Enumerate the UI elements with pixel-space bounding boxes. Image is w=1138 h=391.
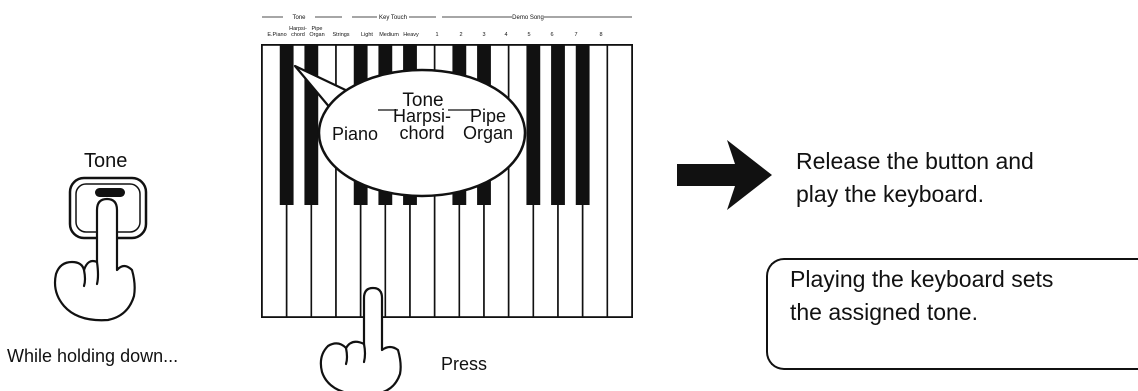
panel-label: Medium	[379, 32, 399, 38]
black-key	[575, 45, 590, 205]
panel-label: 5	[527, 32, 530, 38]
panel-label: 6	[550, 32, 553, 38]
panel-label: 8	[599, 32, 602, 38]
panel-label: Light	[361, 32, 373, 38]
black-key	[279, 45, 294, 205]
tone-button-label: Tone	[84, 150, 128, 172]
black-key	[551, 45, 565, 205]
holding-caption: While holding down...	[7, 346, 179, 366]
panel-label: Heavy	[403, 32, 419, 38]
panel-header-tone: Tone	[292, 15, 306, 21]
panel-label: 3	[482, 32, 485, 38]
tone-button-indicator	[95, 188, 125, 197]
black-key	[304, 45, 319, 205]
callout-tone-option: Harpsi-chord	[393, 106, 451, 143]
white-key	[606, 44, 633, 318]
black-key	[526, 45, 541, 205]
panel-header-demo-song: Demo Song	[512, 15, 544, 21]
release-instruction: Release the button and play the keyboard…	[796, 148, 1034, 207]
panel-header-key-touch: Key Touch	[379, 15, 407, 21]
panel-label: 1	[435, 32, 438, 38]
right-arrow-icon	[677, 140, 772, 210]
middle-hand-icon	[319, 286, 402, 391]
panel-label: 7	[574, 32, 577, 38]
panel-label: 4	[504, 32, 507, 38]
callout-header: Tone	[402, 90, 443, 111]
note-box	[766, 258, 1138, 370]
panel-label: Strings	[332, 32, 349, 38]
press-caption: Press	[441, 354, 488, 374]
callout-tone-option: Piano	[332, 124, 378, 144]
tone-callout	[293, 64, 527, 198]
panel-label: 2	[459, 32, 462, 38]
panel-label: E.Piano	[267, 32, 286, 38]
panel-label: Harpsi-chord	[289, 26, 307, 38]
note-text: Playing the keyboard sets the assigned t…	[790, 266, 1054, 325]
left-hand-icon	[53, 197, 136, 322]
